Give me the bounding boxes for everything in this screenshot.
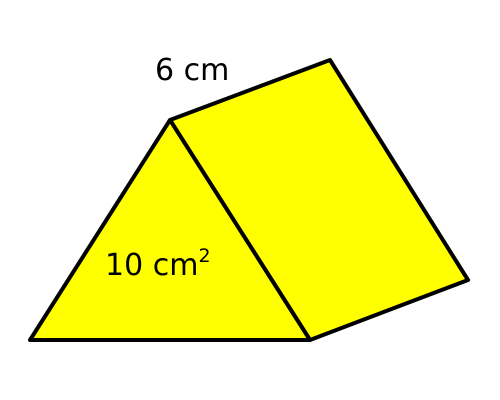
prism-triangle-face [28,118,312,342]
area-label: 10 cm2 [105,245,211,283]
area-label-value: 10 cm [105,248,198,283]
area-label-exponent: 2 [198,245,210,267]
length-label: 6 cm [155,53,229,88]
